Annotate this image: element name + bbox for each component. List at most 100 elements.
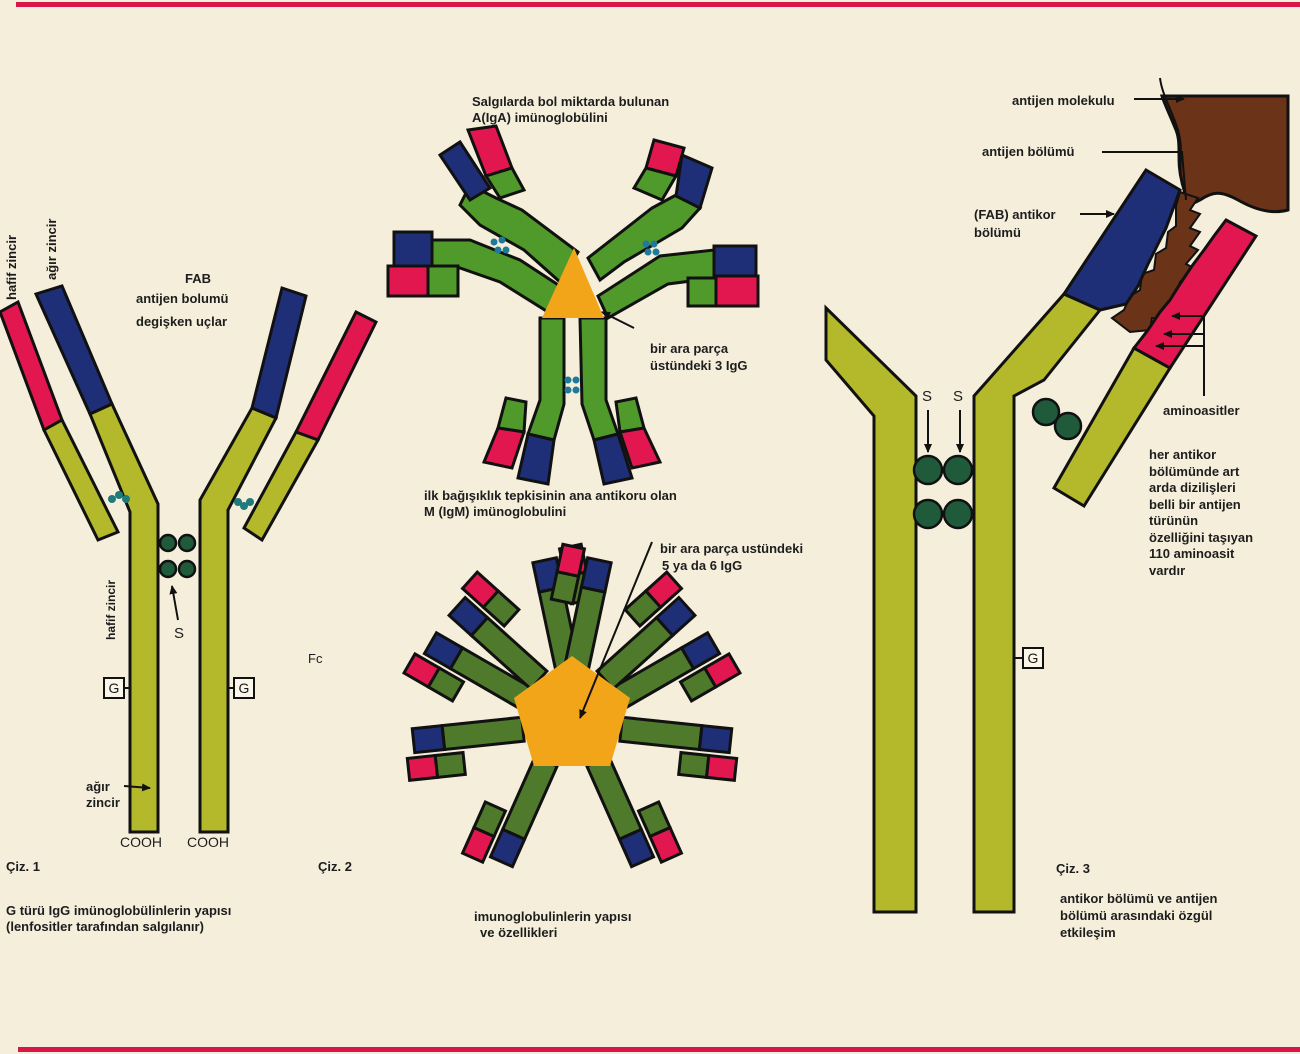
igm-heavy-variable [579,555,613,594]
iga-title-line1: Salgılarda bol miktarda bulunan [472,94,670,109]
igm-igg-unit [594,570,739,782]
igm-heavy-variable [697,723,734,755]
igm-heavy-variable [410,723,447,755]
igm-heavy-chain [618,715,704,752]
fig3-note-line: özelliğini taşıyan [1149,529,1254,545]
fig2-caption-line2: ve özellikleri [480,925,558,940]
iga-arm-l-light-green [426,264,460,298]
igm-arm [610,630,743,711]
fig1-caption-line1: G türü IgG imünoglobülinlerin yapısı [6,903,232,918]
fig3-note-line: arda dizilişleri [1149,480,1236,495]
iga-bottom-right-variable [592,432,634,486]
igm-heavy-variable [488,827,527,869]
fig1-disulfide-bonds [158,533,197,579]
fig1-heavy-chain-line2: zincir [86,795,120,810]
fig3-antigen-region-label: antijen bölümü [982,144,1075,159]
iga-bottom-right-heavy [578,316,620,442]
fig1-left-heavy-chain-constant [88,402,160,834]
fig1-glycan-right: G [233,677,255,699]
fig3-s-left: S [922,388,933,405]
fig1-right-light-chain-variable [293,309,379,442]
iga-arm-ur-light-green [631,166,679,202]
igm-heavy-variable [446,595,490,638]
iga-arm-ul-light-green [483,166,527,200]
igm-arm [405,715,526,782]
iga-arm-l-light-red [386,264,430,298]
iga-bottom-left-light-green [496,396,528,434]
fig1-number: Çiz. 1 [6,859,40,874]
igm-igg-unit [460,754,684,869]
igm-arm [584,754,684,869]
iga-disulfide-bonds [490,236,660,394]
fig3-left-heavy-chain [824,304,918,914]
igm-arm [549,542,613,673]
fig3-right-heavy-chain [972,292,1103,914]
igm-arm [618,715,739,782]
igm-arm [446,570,550,692]
iga-bottom-left-heavy [526,316,566,442]
igm-light-variable [555,542,587,579]
fig3-fab-variable-blue [1061,167,1182,312]
fig3-fab-label-line2: bölümü [974,225,1021,240]
fig3-fab-label-line1: (FAB) antikor [974,207,1056,222]
iga-bottom-left-variable [516,432,556,486]
fig1-fab-line3: degişken uçlar [136,314,228,329]
fig3-note-line: her antikor [1149,447,1217,462]
iga-arm-r-light-green [686,276,718,308]
figure-2-igm [401,541,743,869]
fig1-light-chain-label-side: hafif zincir [104,579,118,640]
igm-light-variable [460,570,501,610]
figure-2-iga [386,124,760,486]
fig1-right-heavy-chain-constant [198,406,279,834]
igm-title-line1: ilk bağışıklık tepkisinin ana antikoru o… [424,488,677,503]
iga-arm-ur-variable [674,152,714,211]
iga-bottom-right-light-red [618,426,663,470]
iga-joining-piece [542,248,604,318]
igm-light-variable [401,651,442,690]
igm-light-variable [460,825,497,865]
igm-heavy-variable [654,595,698,638]
fig3-amino-acids-label: aminoasitler [1163,403,1240,418]
igm-igg-unit [549,542,743,711]
igm-arm [401,630,534,711]
fig1-cooh-left: COOH [120,834,162,850]
fig3-glycan: G [1022,647,1044,669]
fig1-right-light-chain-constant [242,430,321,543]
fig3-note-line: bölümünde art [1149,463,1240,479]
igm-heavy-chain [500,754,560,842]
fig3-note-line: türünün [1149,513,1199,528]
iga-arm-r-light-red [714,274,760,308]
igm-light-variable [647,825,684,865]
igm-light-constant [433,750,467,780]
igm-joining-piece [514,656,630,766]
igm-light-variable [405,753,440,782]
igm-heavy-variable [422,630,465,671]
igm-light-variable [704,753,739,782]
iga-pointer-line2: üstündeki 3 IgG [650,358,748,373]
fig3-caption-line3: etkileşim [1060,925,1116,940]
fig3-number: Çiz. 3 [1056,861,1090,876]
igm-light-variable [643,570,684,610]
fig1-glycan-left: G [103,677,125,699]
iga-pointer-line1: bir ara parça [650,341,729,356]
fig1-s-label: S [174,625,185,642]
fig1-interchain-bonds [108,491,254,510]
igm-igg-unit [405,570,550,782]
igm-arm [460,754,560,869]
figure-3-antigen-binding [824,77,1290,914]
igm-title-line2: M (IgM) imünoglobulini [424,504,567,519]
igm-heavy-chain [584,754,644,842]
igm-heavy-variable [617,827,656,869]
fig3-note-line: vardır [1149,562,1186,578]
iga-bottom-right-light-green [614,396,646,434]
fig1-cooh-right: COOH [187,834,229,850]
igm-light-constant [677,750,711,780]
iga-bottom-left-light-red [481,426,526,470]
antigen-outline [1159,77,1183,186]
fig3-note-line: 110 aminoasit [1149,546,1235,561]
fig2-number: Çiz. 2 [318,859,352,874]
figure-1-igg [0,284,379,834]
fig3-caption-line1: antikor bölümü ve antijen [1060,891,1218,906]
igm-heavy-chain [440,715,526,752]
